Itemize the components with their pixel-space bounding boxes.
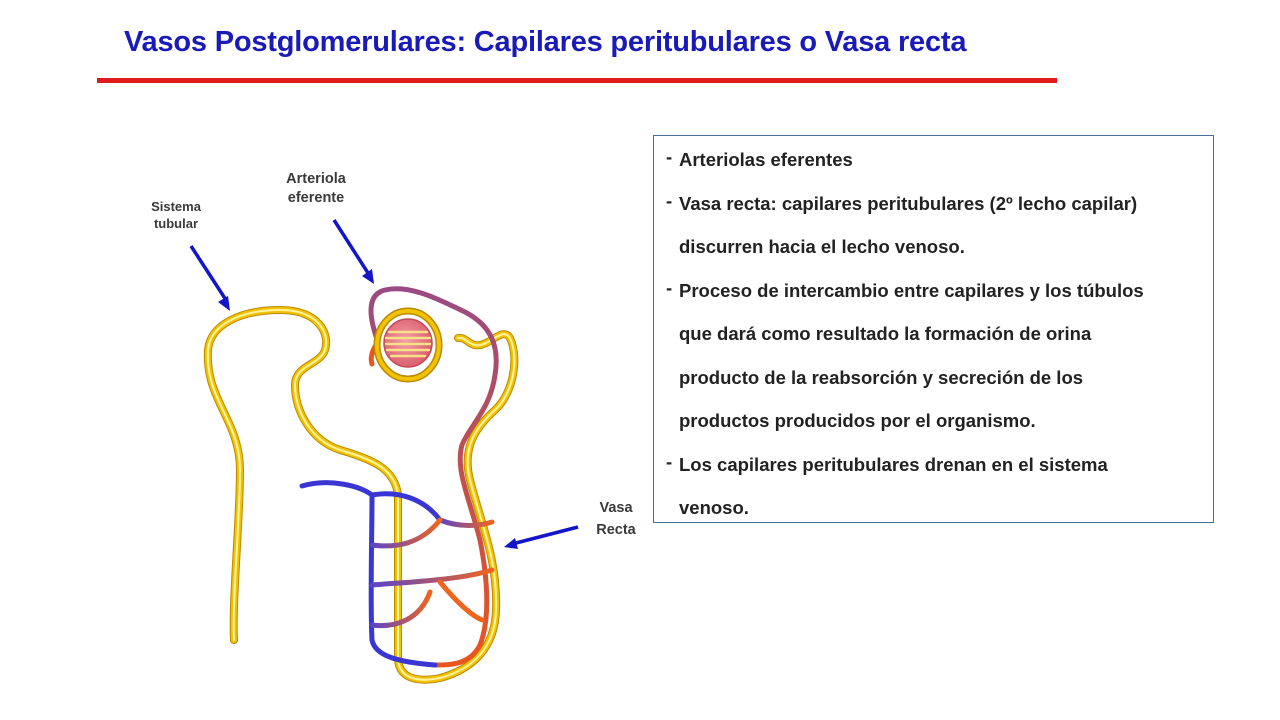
- arrow-arteriola-eferente: [332, 219, 370, 274]
- capillary-rung-4: [369, 589, 433, 629]
- bullet-dash: -: [666, 146, 673, 167]
- bullet-line: que dará como resultado la formación de …: [679, 323, 1092, 344]
- label-arteriola-eferente: Arteriola eferente: [268, 170, 364, 208]
- label-arteriola-eferente-line2: eferente: [287, 189, 345, 206]
- title-underline: [97, 78, 1057, 83]
- label-vasa-recta-line2: Recta: [596, 522, 636, 539]
- capillary-rung-1: [437, 517, 495, 528]
- glomerulus: [373, 307, 443, 383]
- bullet-line: Los capilares peritubulares drenan en el…: [679, 453, 1108, 475]
- efferent-arteriole: [368, 286, 499, 668]
- label-arteriola-eferente-line1: Arteriola: [286, 171, 346, 187]
- venous-inner: [369, 491, 443, 523]
- bullet-dash: -: [666, 189, 673, 211]
- label-sistema-tubular-line1: Sistema: [151, 199, 201, 214]
- bullet-dash: -: [666, 276, 673, 298]
- bullet-line: venoso.: [679, 497, 749, 518]
- venous-loop: [299, 480, 438, 668]
- bullet-line: Proceso de intercambio entre capilares y…: [679, 279, 1144, 301]
- bullet-item: - Los capilares peritubulares drenan en …: [666, 451, 1201, 538]
- vasa-recta: [299, 286, 499, 668]
- tubule-highlight: [206, 309, 516, 681]
- arrow-arteriola-eferente-head: [362, 269, 374, 284]
- bullet-line: discurren hacia el lecho venoso.: [679, 236, 965, 257]
- bullet-line: productos producidos por el organismo.: [679, 410, 1036, 431]
- capillary-rung-3: [369, 567, 495, 588]
- arrow-vasa-recta: [515, 525, 579, 545]
- bullet-line: producto de la reabsorción y secreción d…: [679, 366, 1084, 388]
- label-sistema-tubular-line2: tubular: [153, 215, 199, 231]
- bullet-line: Arteriolas eferentes: [679, 149, 853, 170]
- bowman-capsule-inner: [375, 309, 441, 381]
- arrow-sistema-tubular: [189, 245, 228, 301]
- bullet-item: - Vasa recta: capilares peritubulares (2…: [666, 190, 1201, 277]
- capillary-rung-2: [369, 517, 443, 549]
- label-vasa-recta-line1: Vasa: [599, 500, 633, 516]
- bullet-item: - Proceso de intercambio entre capilares…: [666, 277, 1201, 451]
- label-vasa-recta: Vasa Recta: [588, 497, 644, 542]
- arrow-vasa-recta-head: [504, 538, 518, 549]
- info-box: - Arteriolas eferentes - Vasa recta: cap…: [653, 135, 1214, 523]
- slide-title: Vasos Postglomerulares: Capilares peritu…: [124, 26, 967, 58]
- bullet-dash: -: [666, 450, 673, 472]
- capillary-rung-5: [437, 579, 485, 623]
- pointer-arrows: [189, 219, 579, 549]
- arrow-sistema-tubular-head: [218, 296, 230, 311]
- bullet-line: Vasa recta: capilares peritubulares (2º …: [679, 192, 1138, 214]
- label-sistema-tubular: Sistema tubular: [140, 199, 212, 233]
- tuft-lines: [384, 330, 432, 358]
- tubule-system: [203, 306, 519, 684]
- bullet-item: - Arteriolas eferentes: [666, 146, 1201, 190]
